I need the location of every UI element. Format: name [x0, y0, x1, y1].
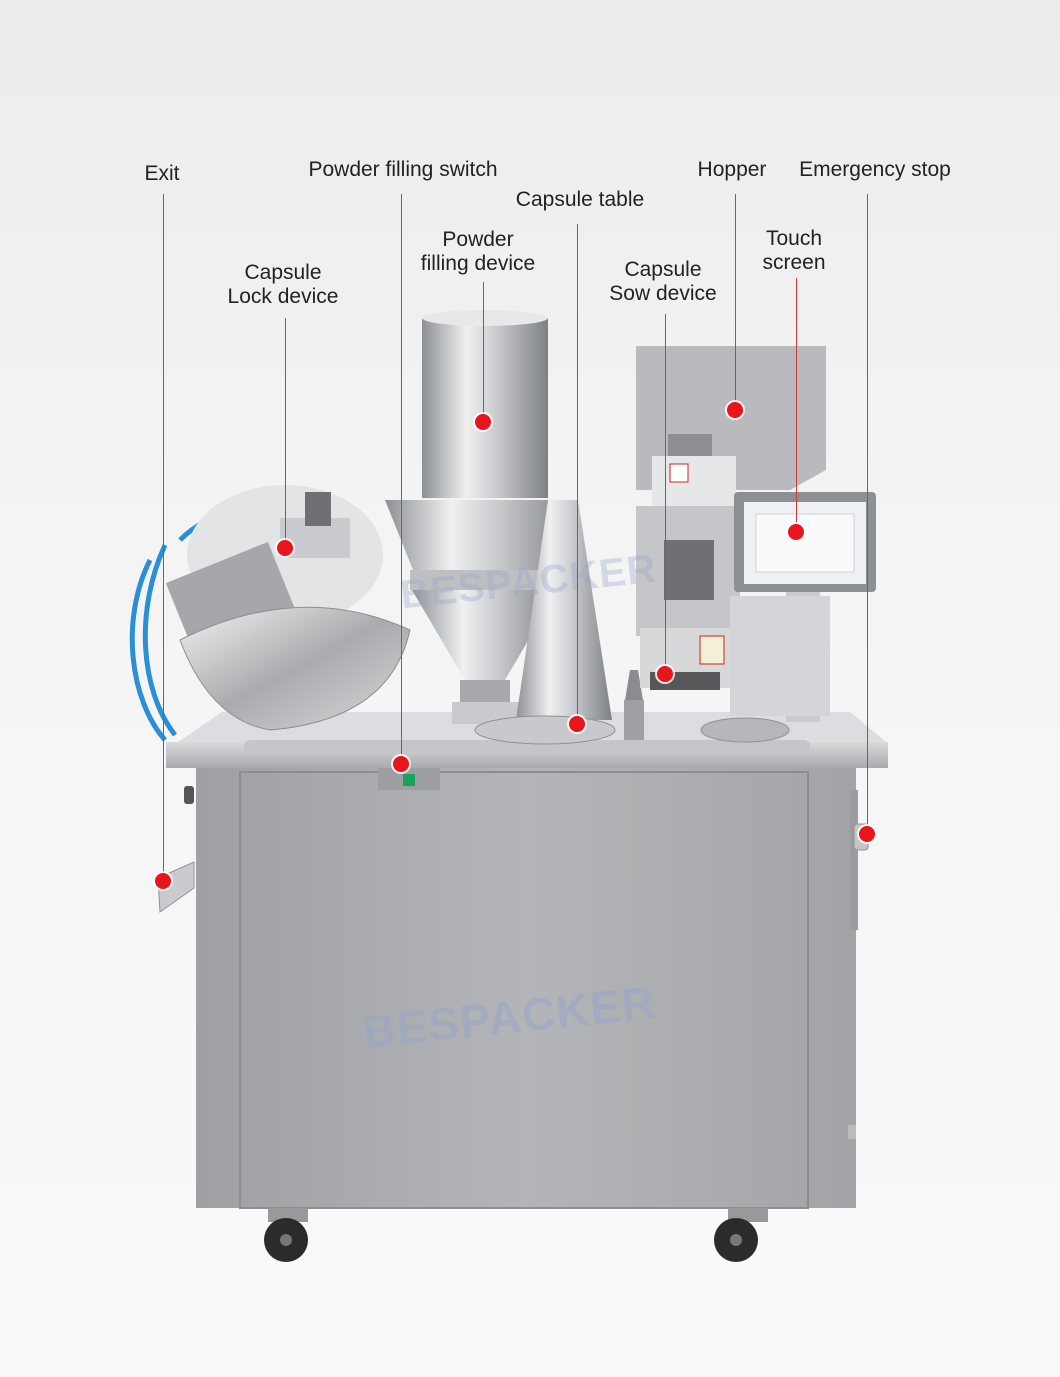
capsule-bowl	[179, 606, 411, 731]
leader-emergency-stop	[867, 194, 868, 834]
leader-powder-switch	[401, 194, 402, 764]
marker-sow-device	[657, 666, 673, 682]
caster-wheels	[264, 1208, 768, 1262]
label-lock-device-line2: Lock device	[227, 285, 339, 308]
warning-sticker	[669, 463, 689, 483]
cabinet-body	[196, 768, 856, 1208]
label-emergency-stop: Emergency stop	[799, 158, 951, 181]
cabinet	[184, 768, 858, 1209]
label-touch-screen-line2: screen	[762, 251, 826, 274]
hopper-sow-assembly	[636, 346, 826, 743]
marker-touch-screen	[788, 524, 804, 540]
label-lock-device-line1: Capsule	[244, 261, 322, 284]
marker-powder-switch	[393, 756, 409, 772]
capsule-lock-assembly	[129, 485, 411, 742]
label-touch-screen-line1: Touch	[765, 227, 823, 250]
rotary-table-right	[700, 717, 790, 743]
powder-funnel-lower	[412, 590, 558, 680]
leader-lock-device	[285, 318, 286, 548]
label-powder-device-line2: filling device	[420, 252, 536, 275]
capsule-table-cone	[516, 500, 612, 720]
label-sow-device-line1: Capsule	[624, 258, 702, 281]
leader-exit	[163, 194, 164, 880]
cabinet-door	[239, 771, 809, 1209]
label-exit: Exit	[144, 162, 180, 185]
marker-emergency-stop	[859, 826, 875, 842]
side-knob	[184, 786, 194, 804]
table-groove	[244, 740, 810, 752]
label-touch-screen: Touch screen	[762, 227, 825, 275]
leader-sow-device	[665, 314, 666, 674]
label-capsule-table: Capsule table	[515, 188, 645, 211]
cabinet-side-panel	[850, 790, 858, 930]
label-sow-device: Capsule Sow device	[609, 258, 716, 306]
label-lock-device: Capsule Lock device	[228, 261, 339, 309]
lock-comb-block	[165, 541, 295, 649]
leader-hopper	[735, 194, 736, 410]
label-powder-device: Powder filling device	[421, 228, 535, 276]
leader-capsule-table	[577, 224, 578, 724]
powder-hopper-column	[422, 318, 548, 498]
label-powder-device-line1: Powder	[442, 228, 514, 251]
powder-filling-assembly	[385, 310, 644, 745]
marker-exit	[155, 873, 171, 889]
side-latch	[848, 1125, 856, 1139]
center-pin	[625, 670, 643, 700]
caster-mount-left	[268, 1208, 308, 1222]
air-tube	[129, 558, 167, 742]
label-hopper: Hopper	[697, 158, 767, 181]
marker-hopper	[727, 402, 743, 418]
label-sow-device-line2: Sow device	[609, 282, 717, 305]
leader-powder-device	[483, 282, 484, 422]
marker-capsule-table	[569, 716, 585, 732]
powder-funnel-upper	[385, 500, 575, 575]
sow-guide-slots	[664, 540, 714, 600]
capsule-table-disc	[474, 715, 616, 745]
touch-screen-assembly	[730, 492, 876, 722]
warning-panel	[652, 456, 736, 506]
leader-touch-screen	[796, 278, 797, 532]
powder-switch-button	[403, 774, 415, 786]
marker-powder-device	[475, 414, 491, 430]
cylinder-head	[305, 492, 331, 526]
marker-lock-device	[277, 540, 293, 556]
powder-collar	[410, 570, 560, 590]
label-powder-switch: Powder filling switch	[308, 158, 498, 181]
